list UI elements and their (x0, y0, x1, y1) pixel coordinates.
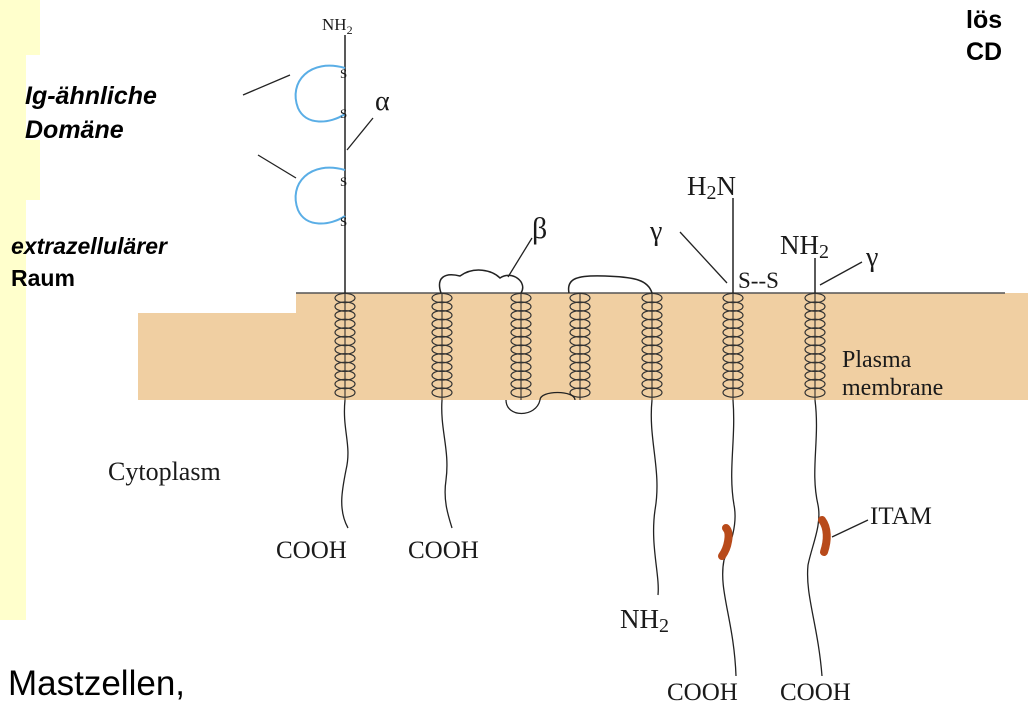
helix-6 (722, 292, 744, 400)
beta-label: β (532, 212, 547, 245)
helix-2 (431, 292, 453, 400)
alpha-label: α (375, 86, 390, 117)
disulfide-bridge-label: S--S (738, 268, 779, 293)
disulfide-s-3: S (340, 174, 347, 189)
helix-4 (569, 292, 591, 400)
disulfide-s-4: S (340, 214, 347, 229)
disulfide-s-1: S (340, 66, 347, 81)
cooh-alpha-label: COOH (276, 537, 347, 564)
cooh-gamma1-label: COOH (667, 679, 738, 706)
gamma-left-pointer (679, 231, 728, 284)
ig-domain-loop-2 (294, 166, 346, 225)
cut-off-title-line2: CD (966, 38, 1002, 66)
disulfide-s-2: S (340, 106, 347, 121)
sidebar-strip-top (0, 0, 40, 55)
h2n-label: H2N (687, 171, 736, 204)
gamma1-tail (722, 399, 737, 677)
ig-domain-loop-1 (294, 64, 346, 123)
beta-chain-extra-loop (438, 269, 524, 294)
extracellular-label-line2: Raum (11, 265, 75, 291)
gamma-left-label: γ (649, 216, 662, 247)
transmembrane-helices (334, 292, 826, 400)
cytoplasm-label: Cytoplasm (108, 457, 221, 486)
beta-chain-extra-loop-2 (567, 275, 653, 294)
gamma2-tail (806, 399, 823, 677)
helix-5 (641, 292, 663, 400)
cooh-beta-label: COOH (408, 537, 479, 564)
beta-tail-right (650, 399, 659, 596)
nh2-bottom-label: NH2 (620, 604, 669, 637)
sidebar-strip-mid (0, 140, 40, 200)
ig-pointer-2 (257, 154, 297, 179)
cut-off-title-line1: lös (966, 6, 1002, 34)
ig-domain-label-line1: Ig-ähnliche (25, 82, 157, 110)
ig-pointer-1 (242, 74, 291, 96)
gamma-right-label: γ (865, 242, 878, 273)
itam-label: ITAM (870, 503, 932, 530)
helix-3 (510, 292, 532, 400)
itam-motif-1 (718, 524, 733, 560)
gamma-right-pointer (819, 261, 863, 286)
beta-pointer (507, 237, 533, 278)
nh2-top-label: NH2 (322, 15, 353, 37)
beta-inner-loop-2 (539, 391, 576, 401)
ig-domain-label-line2: Domäne (25, 116, 124, 144)
extracellular-label-line1: extrazellulärer (11, 233, 168, 259)
helix-1 (334, 292, 356, 400)
itam-motif-2 (818, 516, 831, 556)
mast-cells-text: Mastzellen, (8, 664, 185, 703)
sidebar-strip (0, 0, 26, 620)
cooh-gamma2-label: COOH (780, 679, 851, 706)
nh2-right-label: NH2 (780, 230, 829, 263)
beta-tail-left (441, 399, 453, 529)
helix-7 (804, 292, 826, 400)
plasma-membrane-label-line2: membrane (842, 375, 943, 401)
itam-pointer (831, 519, 869, 538)
alpha-pointer (346, 117, 374, 151)
alpha-tail (341, 399, 349, 529)
plasma-membrane-label-line1: Plasma (842, 347, 912, 373)
beta-inner-loop-1 (505, 399, 541, 414)
